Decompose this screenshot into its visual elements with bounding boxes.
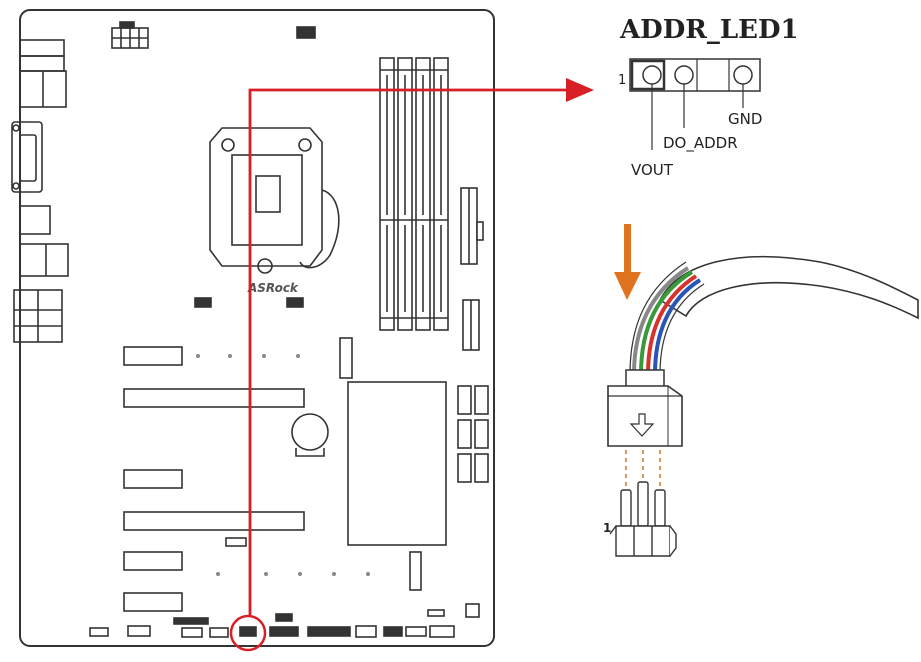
cpu-power-connector [111, 21, 149, 49]
callout-arrowhead [566, 78, 594, 102]
addr-led-header-on-board [239, 626, 257, 637]
header-title: ADDR_LED1 [619, 15, 799, 45]
small-square [465, 603, 480, 618]
pin-header [609, 481, 677, 557]
dimm-slots [379, 57, 449, 331]
header-pinout: ADDR_LED1 1 GND DO_ADDR VOUT [618, 15, 799, 179]
fan-header-top [296, 26, 316, 39]
pin-label-gnd: GND [728, 110, 762, 128]
bottom-headers [89, 617, 455, 638]
cpu-socket [209, 127, 340, 274]
pin-4-gnd [733, 65, 753, 85]
pin-label-vout: VOUT [631, 161, 674, 179]
chipset [347, 381, 447, 546]
sata-ports [457, 385, 489, 483]
cable-sheath [658, 255, 919, 320]
callout [229, 78, 594, 652]
wire-green [639, 270, 694, 375]
wire-grey [632, 266, 690, 375]
wire-blue [653, 278, 702, 375]
connector-pin1-marker: 1 [603, 521, 611, 535]
callout-line [248, 88, 566, 616]
pin-post-2 [637, 481, 649, 527]
brand-logo: ASRock [247, 281, 299, 295]
mount-dots [196, 354, 370, 576]
pin-label-do-addr: DO_ADDR [663, 134, 738, 153]
connector-arrow-icon [629, 413, 655, 437]
small-header-a [275, 613, 293, 622]
m2-slot-1 [339, 337, 353, 379]
pin-post-3 [654, 489, 666, 527]
atx-power-connector [460, 187, 484, 265]
motherboard: ASRock [11, 9, 495, 647]
tpm-header [225, 537, 247, 547]
pcie-slots [123, 346, 305, 612]
led-cable-assembly: 1 [603, 224, 919, 557]
callout-circle [229, 614, 267, 652]
cpu-opt-header [286, 297, 304, 308]
insert-arrow [614, 224, 641, 300]
usb3-header [462, 299, 480, 351]
small-header-b [427, 609, 445, 617]
pin-2-do-addr [674, 65, 694, 85]
pin-post-1 [620, 489, 632, 527]
pin-1-vout [642, 65, 662, 85]
wire-red [646, 274, 698, 375]
wire-outline [629, 261, 705, 375]
cpu-fan-header [194, 297, 212, 308]
rear-io [11, 39, 69, 343]
cmos-battery [291, 413, 329, 457]
pin1-marker: 1 [618, 73, 626, 88]
m2-slot-2 [409, 551, 422, 591]
alignment-dashes [625, 450, 661, 488]
